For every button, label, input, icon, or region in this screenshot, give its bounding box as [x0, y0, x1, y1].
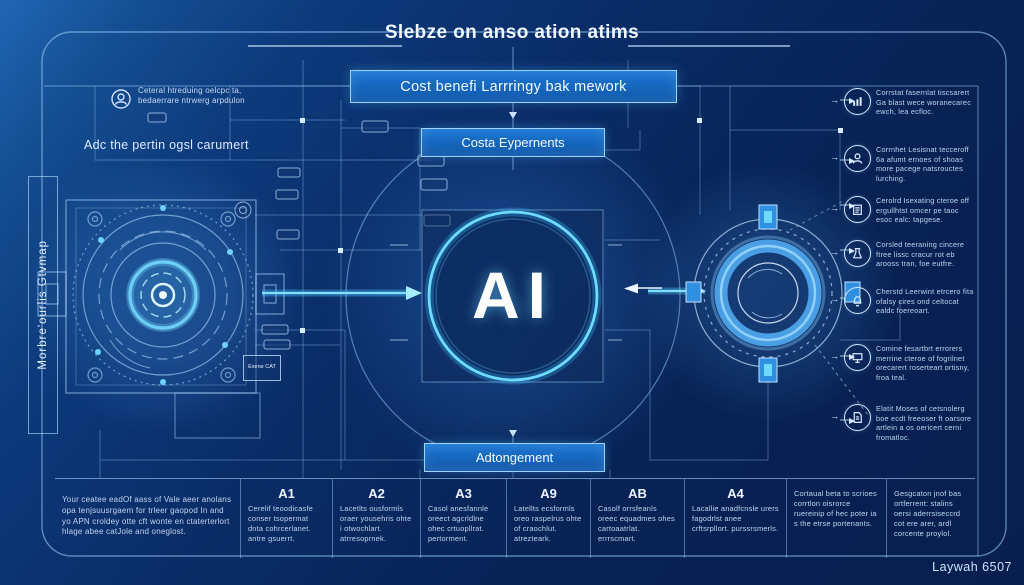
top-left-note: Ceteral htreduing oelcpc ta, bedaerrare … [138, 86, 245, 106]
list-item: → Cherstd Leerwint etrcero fita ofalsy c… [830, 287, 988, 316]
table-column: A1 Cerelif teoodicasfe conser tsopermat … [240, 479, 332, 558]
arrow-right-icon: → [830, 411, 839, 421]
table-column: Cortaual beta to scrioes corrtlon oisror… [786, 479, 886, 558]
frame [41, 31, 1007, 557]
center-diagram [262, 47, 706, 464]
person-icon [110, 88, 132, 110]
person-icon [844, 145, 871, 172]
list-item-text: Corsled teeraning cincere ftree lissc cr… [876, 240, 965, 269]
table-column: Your ceatee eadOf aass of Vale aeer anol… [55, 479, 240, 558]
table-column: AB Casolf orrsfeanls oreec equadmes ohes… [590, 479, 684, 558]
column-header: A4 [727, 486, 744, 501]
table-column: A3 Casol anesfannle oreect agcrldlne ohe… [420, 479, 506, 558]
bell-icon [844, 287, 871, 314]
costa-experiments-box: Costa Eypernents [421, 128, 605, 157]
list-item: → Corsled teeraning cincere ftree lissc … [830, 240, 988, 269]
list-item-text: Comine fesartbrt errorers merrine cteroe… [876, 344, 970, 382]
table-cell: Casolf orrsfeanls oreec equadmes ohes ca… [598, 504, 675, 543]
list-item-text: Elatit Moses of cetsnolerg boe ecdt free… [876, 404, 972, 442]
left-instruction: Adc the pertin ogsl carumert [84, 138, 249, 152]
document-icon [844, 404, 871, 431]
flow-arrows [262, 244, 706, 341]
table-cell: Casol anesfannle oreect agcrldlne ohec c… [428, 504, 489, 543]
table-cell: Cortaual beta to scrioes corrtlon oisror… [794, 489, 877, 528]
right-annotation-list: → Corrstat fasernlat tiscsarert Ga blast… [830, 0, 990, 470]
table-cell: Cerelif teoodicasfe conser tsopermat dnt… [248, 504, 314, 543]
arrow-right-icon: → [830, 247, 839, 257]
column-header: A1 [278, 486, 295, 501]
page-title: Slebze on anso ation atims [384, 22, 640, 43]
arrow-right-icon: → [830, 294, 839, 304]
vertical-side-label: Morbre'ourlis Gtvmap [28, 176, 58, 434]
ai-core-label: AI [472, 258, 554, 332]
arrow-right-icon: → [830, 152, 839, 162]
arrow-right-icon: → [830, 351, 839, 361]
table-cell: Lacallie anadfcnsle urers fagodrlst anee… [692, 504, 779, 533]
list-item-text: Corrstat fasernlat tiscsarert Ga blast w… [876, 88, 972, 117]
list-item: → Corrstat fasernlat tiscsarert Ga blast… [830, 88, 988, 117]
arrangement-box: Adtongement [424, 443, 605, 472]
flask-icon [844, 240, 871, 267]
list-item-text: Cherstd Leerwint etrcero fita ofalsy cir… [876, 287, 974, 316]
component-label: Exene CAT [243, 355, 281, 381]
vertical-side-label-text: Morbre'ourlis Gtvmap [37, 240, 49, 370]
list-item-text: Corrnhet Lesisnat tecceroff 6a afumt ern… [876, 145, 969, 183]
left-machine [37, 199, 285, 439]
column-header: A2 [368, 486, 385, 501]
component-boxes [147, 112, 451, 350]
table-column: A9 Latellts ecsformls oreo raspelrus oht… [506, 479, 590, 558]
list-item: → Elatit Moses of cetsnolerg boe ecdt fr… [830, 404, 988, 443]
bar-chart-icon [844, 88, 871, 115]
list-item: → Corrnhet Lesisnat tecceroff 6a afumt e… [830, 145, 988, 184]
table-column: A2 Lacetlts ousformls oraer yousehris oh… [332, 479, 420, 558]
signature-label: Laywah 6507 [932, 560, 1012, 574]
column-header: AB [628, 486, 647, 501]
bottom-summary-table: Your ceatee eadOf aass of Vale aeer anol… [55, 478, 975, 558]
table-cell: Lacetlts ousformls oraer yousehris ohte … [340, 504, 412, 543]
arrow-right-icon: → [830, 95, 839, 105]
table-cell: Your ceatee eadOf aass of Vale aeer anol… [62, 495, 232, 537]
arrow-right-icon: → [830, 203, 839, 213]
list-item: → Cerolrd Isexating cteroe off ergullhts… [830, 196, 988, 225]
monitor-icon [844, 344, 871, 371]
list-item: → Comine fesartbrt errorers merrine cter… [830, 344, 988, 383]
list-item-text: Cerolrd Isexating cteroe off ergullhtst … [876, 196, 970, 225]
table-column: A4 Lacallie anadfcnsle urers fagodrlst a… [684, 479, 786, 558]
table-cell: Latellts ecsformls oreo raspelrus ohte o… [514, 504, 582, 543]
framework-banner: Cost benefi Larrringy bak mework [350, 70, 677, 103]
column-header: A3 [455, 486, 472, 501]
table-cell: Gesgcaton jnof bas ortferrent: stalins o… [894, 489, 962, 538]
table-column: Gesgcaton jnof bas ortferrent: stalins o… [886, 479, 975, 558]
clipboard-icon [844, 196, 871, 223]
column-header: A9 [540, 486, 557, 501]
